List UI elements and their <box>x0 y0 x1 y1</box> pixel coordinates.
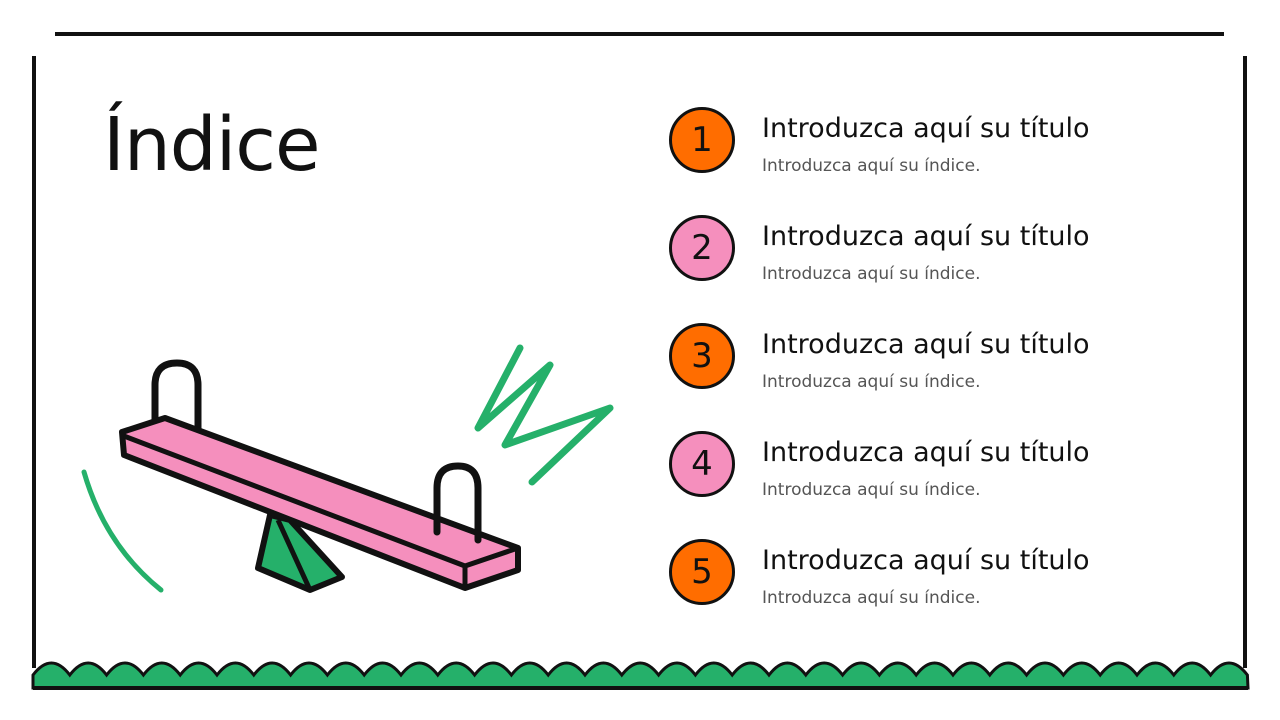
number-badge: 5 <box>669 539 735 605</box>
number-badge: 4 <box>669 431 735 497</box>
page-title: Índice <box>103 102 320 188</box>
toc-item-2[interactable]: 2 Introduzca aquí su título Introduzca a… <box>669 215 1229 323</box>
toc-item-subtitle: Introduzca aquí su índice. <box>762 156 981 176</box>
toc-item-3[interactable]: 3 Introduzca aquí su título Introduzca a… <box>669 323 1229 431</box>
toc-item-subtitle: Introduzca aquí su índice. <box>762 264 981 284</box>
toc-item-subtitle: Introduzca aquí su índice. <box>762 588 981 608</box>
right-border-line <box>1243 56 1247 668</box>
motion-zigzag-decoration <box>474 344 614 486</box>
motion-arc-decoration <box>81 469 164 593</box>
toc-item-title: Introduzca aquí su título <box>762 221 1090 252</box>
table-of-contents: 1 Introduzca aquí su título Introduzca a… <box>669 107 1229 647</box>
toc-item-subtitle: Introduzca aquí su índice. <box>762 480 981 500</box>
toc-item-4[interactable]: 4 Introduzca aquí su título Introduzca a… <box>669 431 1229 539</box>
number-badge: 3 <box>669 323 735 389</box>
toc-item-subtitle: Introduzca aquí su índice. <box>762 372 981 392</box>
toc-item-title: Introduzca aquí su título <box>762 113 1090 144</box>
top-border-line <box>55 32 1224 36</box>
toc-item-1[interactable]: 1 Introduzca aquí su título Introduzca a… <box>669 107 1229 215</box>
toc-item-title: Introduzca aquí su título <box>762 437 1090 468</box>
toc-item-title: Introduzca aquí su título <box>762 329 1090 360</box>
number-badge: 2 <box>669 215 735 281</box>
toc-item-title: Introduzca aquí su título <box>762 545 1090 576</box>
left-border-line <box>32 56 36 668</box>
seesaw-handle-right <box>433 462 482 544</box>
grass-footer <box>31 661 1250 690</box>
toc-item-5[interactable]: 5 Introduzca aquí su título Introduzca a… <box>669 539 1229 647</box>
number-badge: 1 <box>669 107 735 173</box>
seesaw-handle-left <box>151 359 202 444</box>
seesaw-plank <box>119 415 521 591</box>
